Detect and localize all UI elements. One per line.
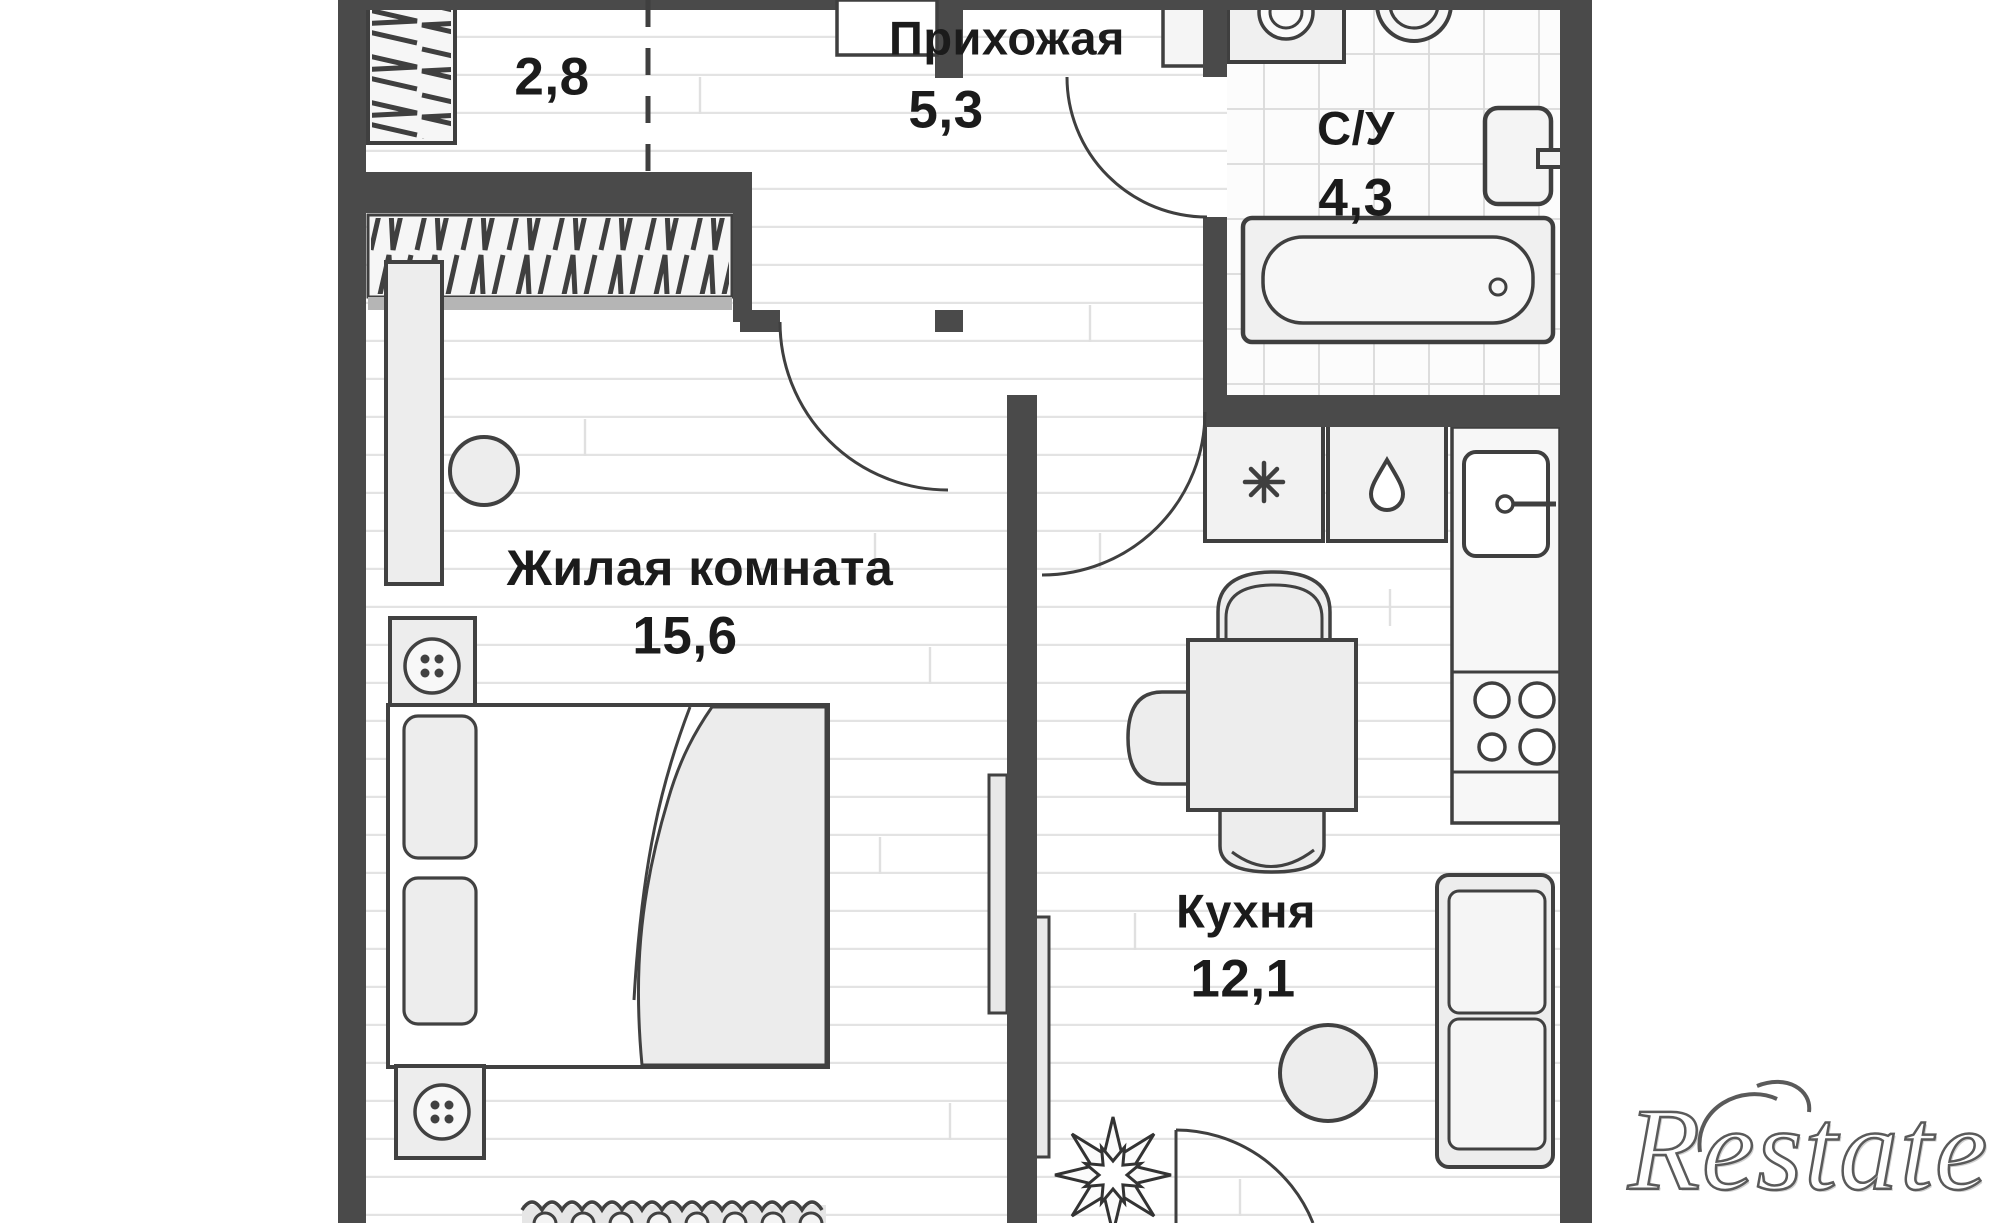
- label-living-name: Жилая комната: [506, 540, 894, 596]
- wall-left: [338, 0, 366, 1223]
- kitchen-sink-icon: [1462, 450, 1556, 558]
- nightstand-top-icon: [388, 616, 477, 716]
- wall-bathroom-west-upper: [1203, 0, 1227, 77]
- chair-left-icon: [1126, 690, 1194, 786]
- bathtub-icon: [1240, 215, 1556, 345]
- entrance-door-leaf: [935, 0, 963, 78]
- door-jamb: [740, 310, 780, 332]
- radiator-icon: [520, 1200, 826, 1223]
- snowflake-icon: [1242, 460, 1286, 504]
- dishwasher-icon: [1326, 421, 1448, 543]
- label-kitchen-area: 12,1: [1190, 949, 1296, 1009]
- stove-icon: [1452, 670, 1560, 774]
- sofa-icon: [1435, 873, 1555, 1169]
- nightstand-bottom-icon: [394, 1064, 486, 1160]
- wall-top-right: [963, 0, 1592, 10]
- toilet-icon: [1482, 105, 1566, 207]
- dining-set: [1126, 570, 1358, 874]
- wall-closet-side: [733, 172, 752, 322]
- wall-kitchen-living: [1007, 395, 1037, 1223]
- living-door-arc: [778, 321, 949, 492]
- label-hallway-name: Прихожая: [889, 11, 1125, 65]
- wall-top-left: [338, 0, 837, 10]
- round-table-icon: [1278, 1023, 1378, 1123]
- label-kitchen-name: Кухня: [1176, 884, 1316, 938]
- kitchen-door-arc: [1041, 411, 1207, 577]
- cabinet-icon: [384, 260, 444, 586]
- watermark-logo: Restate: [1627, 1083, 1990, 1217]
- chair-top-icon: [1216, 570, 1332, 654]
- bathroom-door-arc: [1065, 76, 1208, 219]
- label-bathroom-name: С/У: [1317, 101, 1395, 155]
- water-drop-icon: [1368, 456, 1406, 512]
- entry-cabinet-icon: [1161, 0, 1209, 68]
- sliding-door-leaf-left: [987, 773, 1009, 1015]
- label-closet-area: 2,8: [514, 47, 590, 107]
- wall-right: [1560, 0, 1592, 1223]
- dining-table-icon: [1186, 638, 1358, 812]
- label-bathroom-area: 4,3: [1318, 168, 1394, 228]
- parquet-seams: [583, 77, 1392, 1216]
- entrance-door-frame: [835, 0, 939, 57]
- kitchen-counter: [1450, 425, 1562, 825]
- label-living-area: 15,6: [632, 606, 738, 666]
- door-jamb: [935, 310, 963, 332]
- chair-bottom-icon: [1218, 798, 1326, 874]
- wardrobe-icon: [366, 4, 457, 145]
- wall-closet: [366, 172, 752, 213]
- wall-bathroom-south: [1203, 395, 1592, 427]
- stool-icon: [448, 435, 520, 507]
- walls: [338, 0, 1592, 1223]
- balcony-door-arc: [1175, 1128, 1315, 1223]
- watermark-flourish: [1697, 1079, 1812, 1153]
- door-arcs: [778, 76, 1315, 1223]
- plant-icon: [1054, 1116, 1172, 1223]
- fridge-icon: [1203, 421, 1325, 543]
- bed-icon: [386, 703, 830, 1069]
- label-hallway-area: 5,3: [908, 80, 984, 140]
- wall-bathroom-west-lower: [1203, 217, 1227, 427]
